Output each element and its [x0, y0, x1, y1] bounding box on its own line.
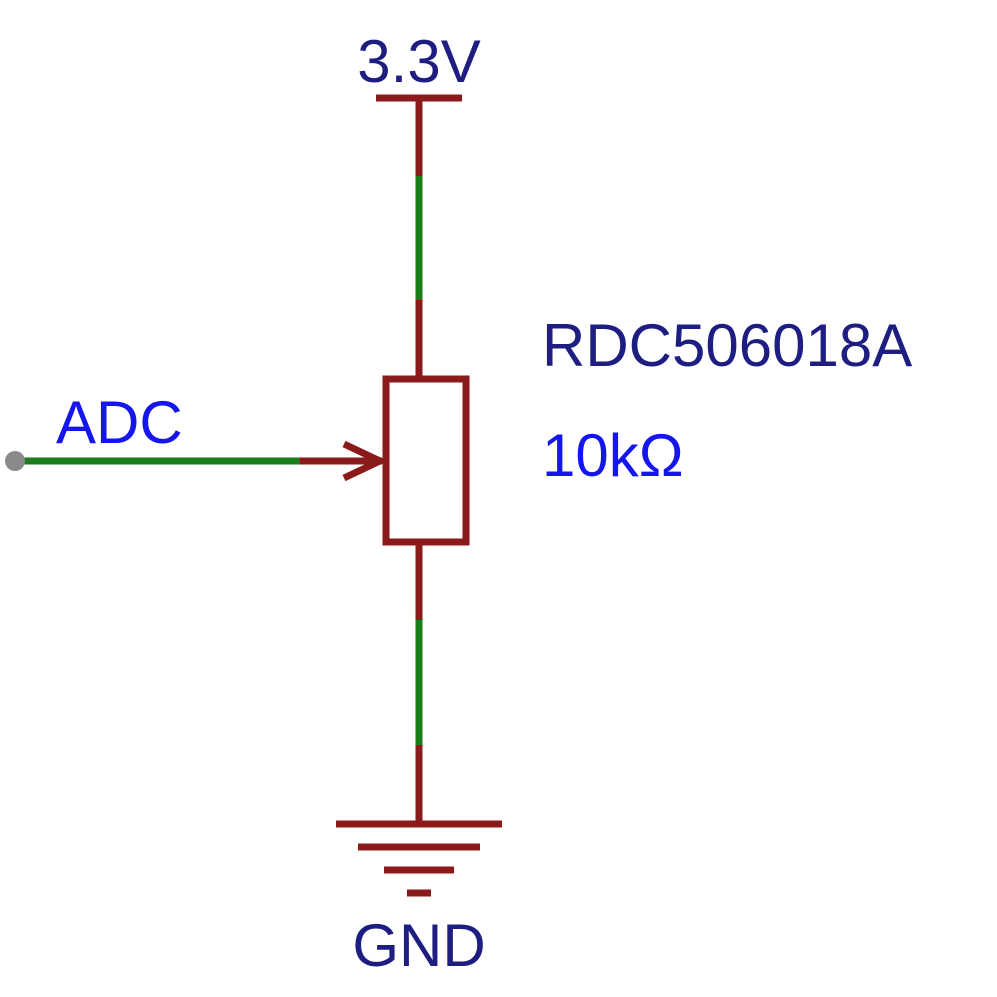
component-value: 10kΩ [542, 422, 684, 489]
power-label: 3.3V [357, 28, 480, 95]
junction-dot-icon[interactable] [5, 451, 25, 471]
net-label-adc: ADC [56, 389, 183, 456]
power-symbol [376, 94, 462, 176]
pot-body [382, 375, 470, 546]
ground-symbol [336, 745, 502, 897]
component-designator: RDC506018A [542, 312, 912, 379]
potentiometer[interactable] [300, 300, 470, 620]
ground-label: GND [352, 912, 485, 979]
wiper-arrow-icon [342, 440, 389, 482]
